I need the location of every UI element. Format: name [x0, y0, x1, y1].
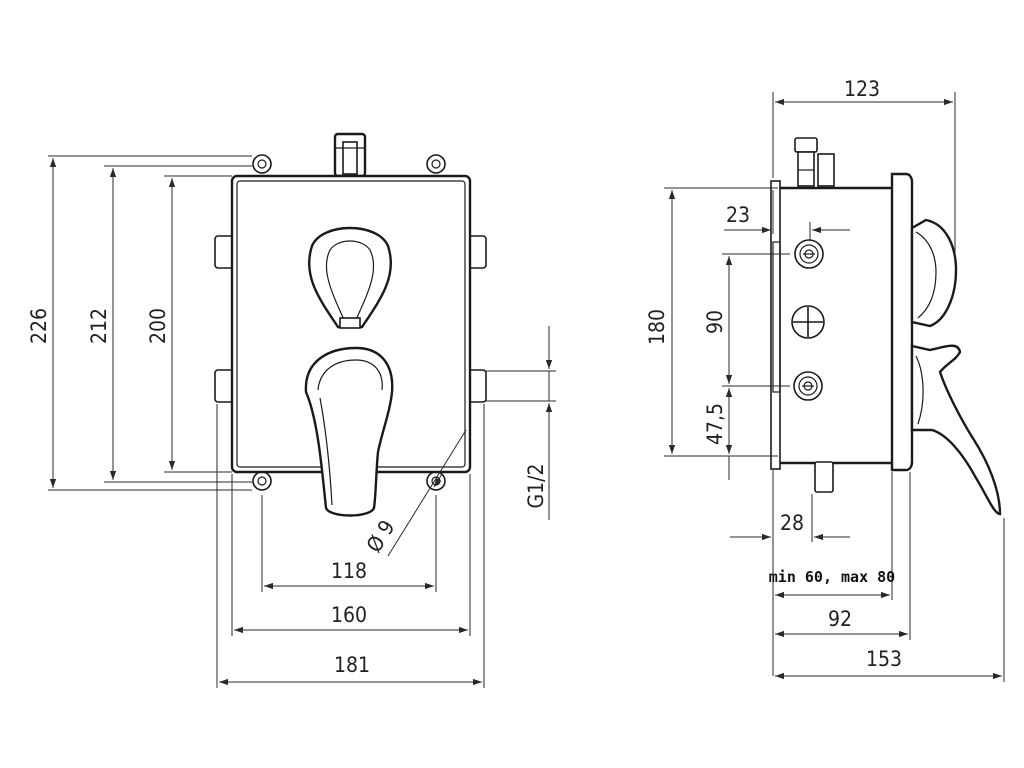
- side-lugs: [214, 235, 487, 403]
- mixer-lever: [304, 346, 394, 517]
- dim-47-5: [722, 388, 772, 480]
- dim-23-label: 23: [726, 203, 750, 227]
- wall-plate: [890, 172, 914, 472]
- dim-226-label: 226: [27, 308, 51, 344]
- dim-thread-label: G1/2: [524, 463, 548, 508]
- side-lever: [910, 344, 1002, 516]
- dim-181-label: 181: [334, 653, 370, 677]
- port-middle: [791, 305, 825, 339]
- dim-226: [48, 155, 252, 491]
- dim-200-label: 200: [146, 308, 170, 344]
- front-view: 226 212 200 118 160: [27, 132, 556, 688]
- dim-28-label: 28: [780, 511, 804, 535]
- dim-123: [772, 92, 956, 260]
- bottom-connector: [814, 461, 834, 493]
- dim-23: [724, 190, 850, 240]
- dim-47-5-label: 47,5: [703, 403, 727, 445]
- dim-118: [261, 495, 437, 592]
- dim-dia9: [387, 429, 467, 557]
- side-knob: [910, 218, 958, 328]
- install-depth-label: min 60, max 80: [769, 568, 895, 586]
- dim-92: [775, 472, 911, 640]
- dim-212: [104, 165, 252, 483]
- port-top: [794, 239, 824, 269]
- dim-90: [722, 253, 790, 387]
- dim-153-label: 153: [866, 647, 902, 671]
- dim-dia9-label: Ø 9: [362, 516, 400, 557]
- dim-install-depth: [772, 472, 893, 676]
- dim-160-label: 160: [331, 603, 367, 627]
- diverter-knob: [307, 226, 393, 329]
- dim-180-label: 180: [645, 309, 669, 345]
- dim-160: [231, 474, 471, 636]
- port-bottom: [793, 371, 823, 401]
- top-stem: [333, 132, 367, 178]
- dim-212-label: 212: [87, 308, 111, 344]
- dim-92-label: 92: [828, 607, 852, 631]
- side-view: 123 23 180 90 47,5: [645, 77, 1005, 682]
- dim-28: [730, 470, 850, 542]
- dim-thread: [486, 326, 556, 520]
- dim-200: [164, 175, 232, 473]
- dim-123-label: 123: [844, 77, 880, 101]
- dim-118-label: 118: [331, 559, 367, 583]
- dim-153: [775, 518, 1005, 682]
- dim-181: [216, 404, 485, 688]
- top-connector: [794, 137, 835, 187]
- dim-90-label: 90: [703, 310, 727, 334]
